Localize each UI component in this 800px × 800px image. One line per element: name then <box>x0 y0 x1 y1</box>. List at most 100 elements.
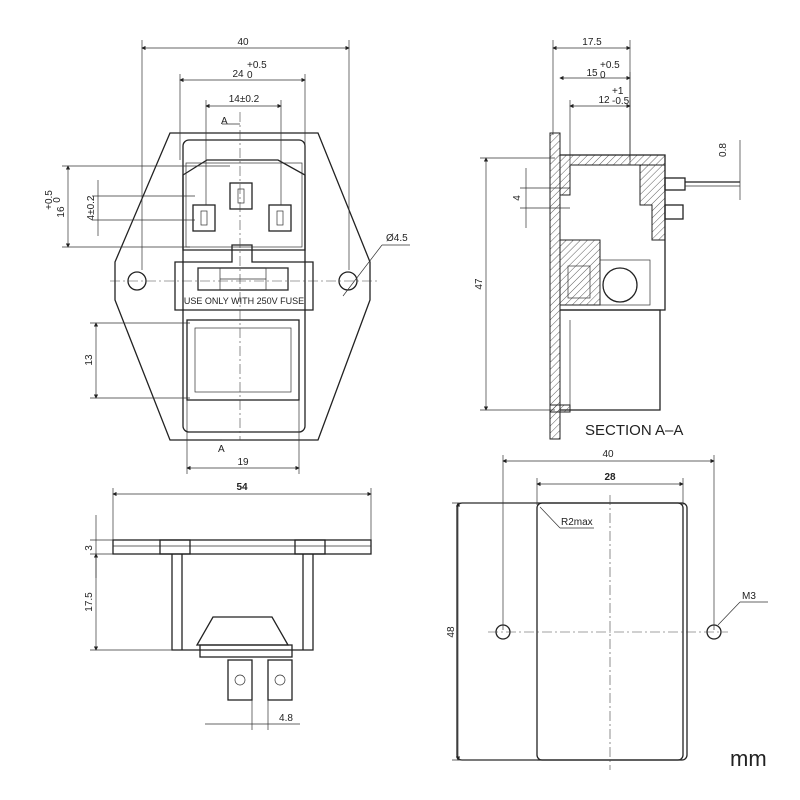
dim-section-15-label: 15 <box>586 68 598 79</box>
section-right-wall <box>639 164 666 241</box>
dim-section-15-tol-low: 0 <box>600 70 606 81</box>
dim-cutout-hole-label: M3 <box>742 591 756 602</box>
dim-section-47-label: 47 <box>474 278 485 290</box>
fuse-label: USE ONLY WITH 250V FUSE <box>184 296 304 306</box>
section-switch-housing <box>560 309 661 411</box>
dim-height-16-tol-low: 0 <box>52 197 63 203</box>
dim-cutout-40: 40 <box>502 449 715 630</box>
dim-pin-spacing: 14±0.2 <box>205 94 282 205</box>
section-pin-top <box>664 177 686 191</box>
pin-earth-slot <box>237 188 245 204</box>
dim-cutout-radius-label: R2max <box>561 517 593 528</box>
cutout-view: 40 28 48 R2max M3 <box>446 449 768 770</box>
dim-hole-diameter: Ø4.5 <box>342 233 410 297</box>
dim-bottom-3: 3 <box>84 515 113 578</box>
dim-pin-4-label: 4±0.2 <box>86 195 97 220</box>
dim-cutout-radius: R2max <box>539 506 594 529</box>
bottom-terminal-left <box>227 659 253 701</box>
dim-section-12-label: 12 <box>598 95 610 106</box>
dim-section-17-label: 17.5 <box>582 37 602 48</box>
dim-bottom-54: 54 <box>112 482 372 540</box>
dim-section-15: 15 +0.5 0 <box>559 60 631 160</box>
dim-section-12: 12 +1 -0.5 <box>569 86 631 165</box>
dim-cutout-40-label: 40 <box>602 449 614 460</box>
dim-section-47: 47 <box>474 157 555 411</box>
pin-left <box>192 204 216 232</box>
section-fuse <box>602 267 638 303</box>
dim-bottom-17-5-label: 17.5 <box>84 592 95 612</box>
dim-section-4-label: 4 <box>512 195 523 201</box>
dim-cutout-hole: M3 <box>717 591 768 626</box>
pin-right-slot <box>276 210 284 226</box>
fuse-cap-right <box>265 267 289 291</box>
dim-bottom-4-8-label: 4.8 <box>279 713 293 724</box>
section-middle-cavity <box>567 265 591 299</box>
pin-earth <box>229 182 253 210</box>
dim-cutout-48-label: 48 <box>446 626 457 638</box>
dim-height-16-tol: +0.5 <box>44 190 55 210</box>
switch-window-inner <box>194 327 292 393</box>
bottom-clip-right <box>294 539 326 555</box>
dim-width-24-label: 24 <box>232 69 244 80</box>
cutout-opening <box>536 502 684 761</box>
dim-pin-spacing-label: 14±0.2 <box>229 94 260 105</box>
unit-label: mm <box>730 746 767 771</box>
bottom-socket <box>195 616 290 646</box>
dim-bottom-54-label: 54 <box>236 482 248 493</box>
dim-section-12-tol-low: -0.5 <box>612 96 630 107</box>
bottom-view: 54 3 17.5 4.8 <box>84 482 372 730</box>
dim-switch-13: 13 <box>84 322 190 399</box>
section-fuse-housing <box>599 259 651 306</box>
dim-width-24-tol-low: 0 <box>247 70 253 81</box>
dim-bottom-4-8: 4.8 <box>205 700 300 730</box>
dim-section-4: 4 <box>512 168 570 228</box>
dim-width-24: 24 +0.5 0 <box>179 60 306 160</box>
dim-cutout-48: 48 <box>446 502 537 761</box>
dim-width-24-tol: +0.5 <box>247 60 267 71</box>
bottom-flange <box>112 539 372 555</box>
dim-switch-19-label: 19 <box>237 457 249 468</box>
socket-outline <box>182 159 306 251</box>
section-bottom-lip <box>549 404 571 413</box>
dim-width-40: 40 <box>141 37 350 270</box>
pin-left-slot <box>200 210 208 226</box>
socket-inner <box>185 162 303 248</box>
dim-cutout-28-label: 28 <box>604 472 616 483</box>
bottom-base <box>199 644 293 658</box>
cutout-plate <box>456 502 688 761</box>
dim-cutout-28: 28 <box>536 472 684 505</box>
switch-window <box>186 319 300 401</box>
dim-bottom-17-5: 17.5 <box>84 553 172 651</box>
dim-section-08: 0.8 <box>718 140 741 200</box>
dim-section-08-label: 0.8 <box>718 143 729 157</box>
section-view: 17.5 15 +0.5 0 12 +1 -0.5 0.8 4 <box>474 37 741 440</box>
bottom-terminal-right <box>267 659 293 701</box>
dim-pin-4: 4±0.2 <box>86 180 195 236</box>
flange-outline <box>114 132 371 441</box>
fuse-cap-left <box>197 267 221 291</box>
bottom-terminal-left-hole <box>234 674 246 686</box>
fuse-drawer <box>174 244 314 311</box>
dim-height-16: 16 +0.5 0 <box>44 165 230 248</box>
dim-section-15-tol: +0.5 <box>600 60 620 71</box>
section-flange <box>549 132 561 440</box>
section-middle-block <box>559 239 601 306</box>
bottom-clip-left <box>159 539 191 555</box>
section-mark-bottom: A <box>218 444 225 455</box>
pin-right <box>268 204 292 232</box>
section-title: SECTION A–A <box>585 422 683 439</box>
inner-frame <box>182 139 306 433</box>
section-mark-top: A <box>221 116 228 127</box>
bottom-terminal-right-hole <box>274 674 286 686</box>
dim-section-12-tol: +1 <box>612 86 624 97</box>
dim-switch-19: 19 <box>186 400 300 474</box>
dim-width-40-label: 40 <box>237 37 249 48</box>
dim-hole-label: Ø4.5 <box>386 233 408 244</box>
dim-switch-13-label: 13 <box>84 354 95 366</box>
dim-height-16-label: 16 <box>56 206 67 218</box>
section-pin-mid <box>664 204 684 220</box>
bottom-body <box>171 554 314 651</box>
dim-bottom-3-label: 3 <box>84 545 95 551</box>
